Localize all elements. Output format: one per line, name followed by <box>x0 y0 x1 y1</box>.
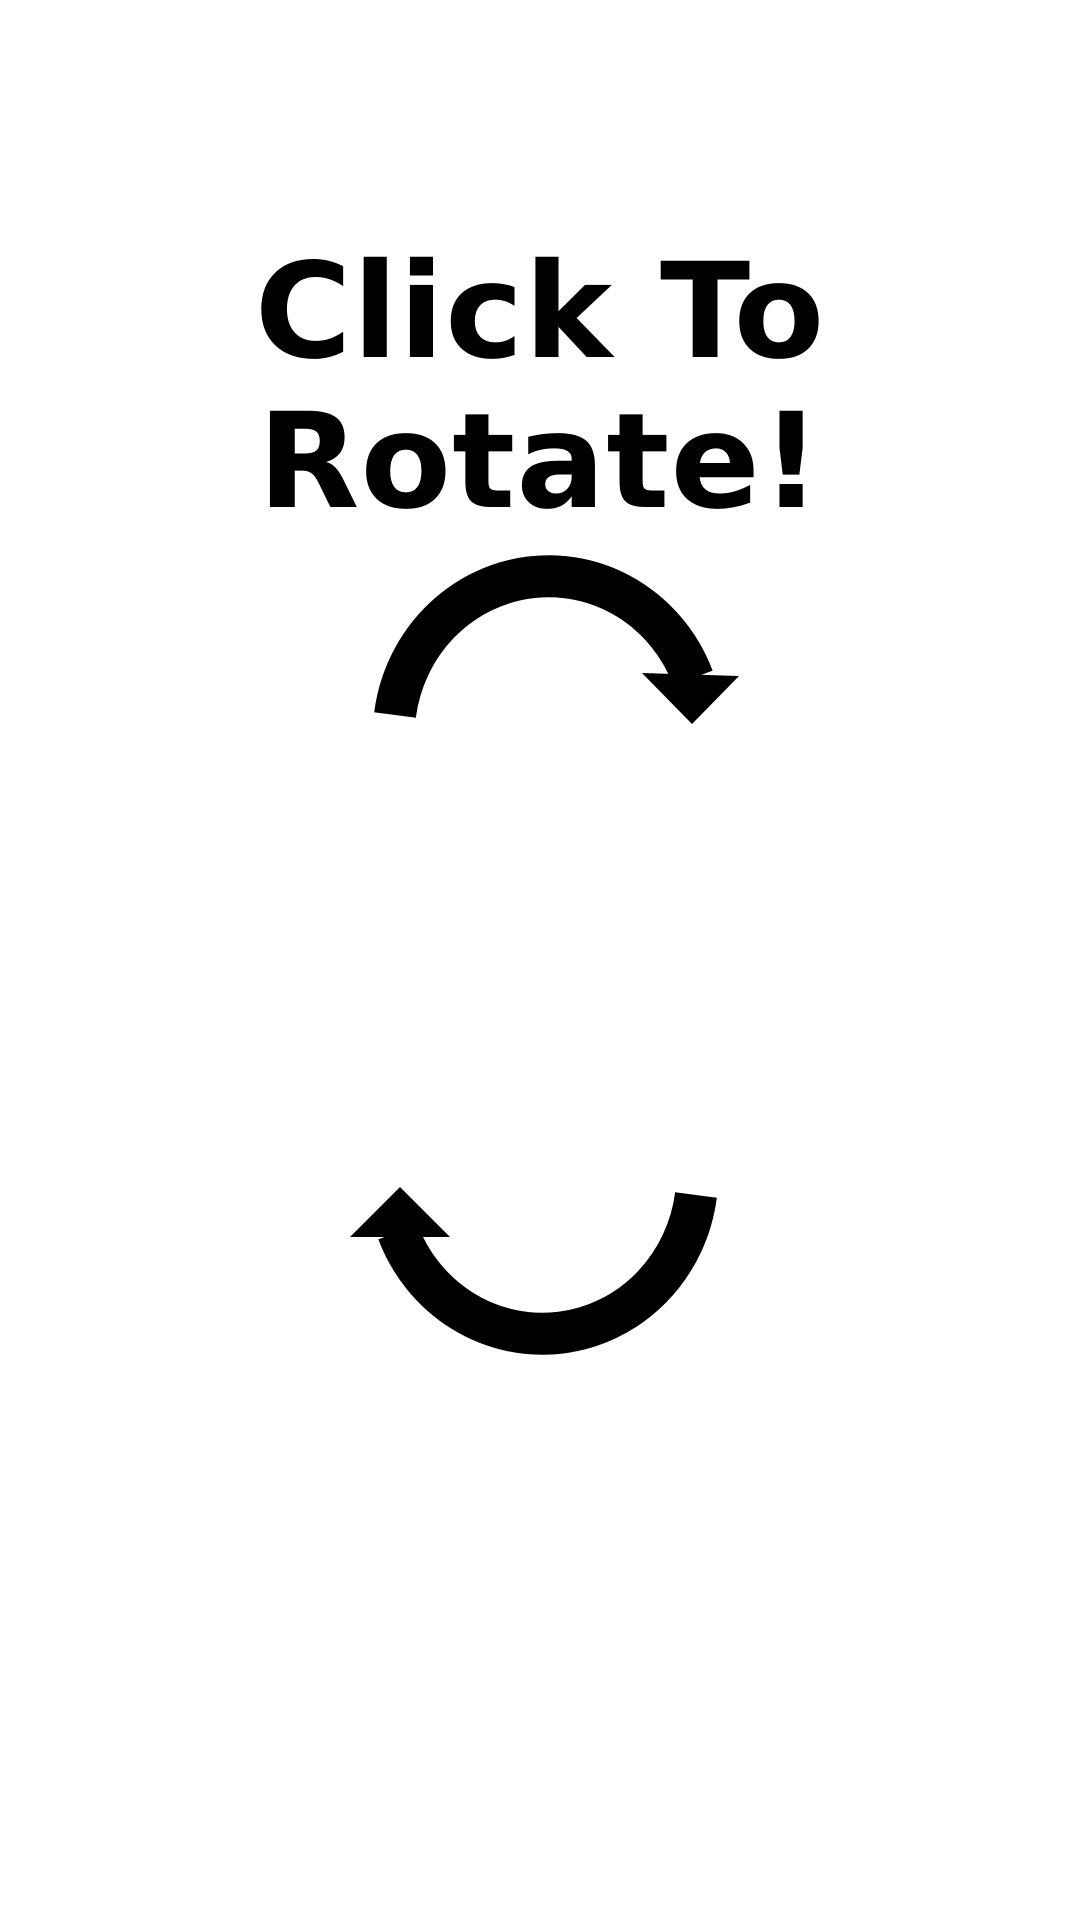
title-line-1: Click To <box>254 235 826 389</box>
title-line-2: Rotate! <box>257 385 823 539</box>
rotate-clockwise-icon <box>374 555 739 724</box>
rotate-counterclockwise-icon <box>350 1187 717 1355</box>
